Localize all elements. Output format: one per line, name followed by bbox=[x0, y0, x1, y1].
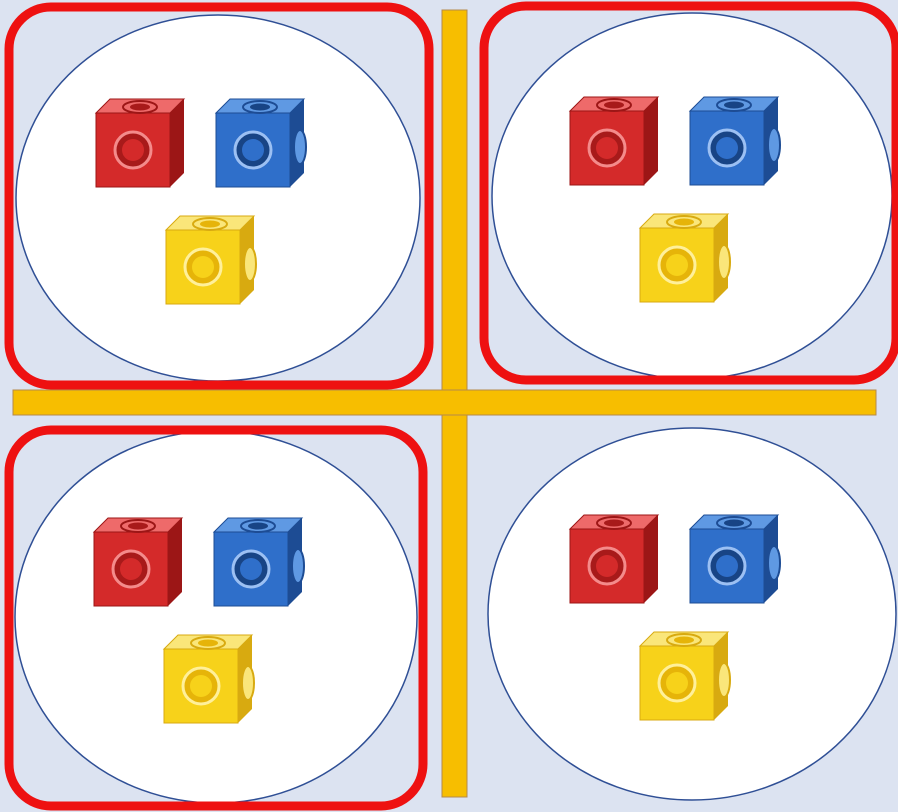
cube-top-hole bbox=[674, 219, 694, 226]
cube-front-hole-inner bbox=[596, 137, 618, 159]
red-cube bbox=[570, 515, 658, 603]
cube-side-stud bbox=[768, 128, 780, 162]
cube-front-hole-inner bbox=[666, 672, 688, 694]
cube-side-face bbox=[644, 97, 658, 185]
cube-front-hole-inner bbox=[716, 555, 738, 577]
cube-side-face bbox=[168, 518, 182, 606]
cube-top-hole bbox=[604, 520, 624, 527]
cube-top-hole bbox=[248, 523, 268, 530]
cube-front-hole-inner bbox=[190, 675, 212, 697]
cube-front-hole-inner bbox=[242, 139, 264, 161]
yellow-cube bbox=[640, 632, 730, 720]
cube-front-hole-inner bbox=[240, 558, 262, 580]
cube-front-hole-inner bbox=[120, 558, 142, 580]
red-cube bbox=[570, 97, 658, 185]
cube-top-hole bbox=[674, 637, 694, 644]
cube-side-face bbox=[644, 515, 658, 603]
cube-top-hole bbox=[130, 104, 150, 111]
cube-top-hole bbox=[604, 102, 624, 109]
cube-top-hole bbox=[200, 221, 220, 228]
group-bottom-right bbox=[488, 428, 896, 800]
cube-top-hole bbox=[724, 102, 744, 109]
cube-side-stud bbox=[718, 663, 730, 697]
group-circle bbox=[16, 15, 420, 381]
yellow-cube bbox=[640, 214, 730, 302]
cube-front-hole-inner bbox=[716, 137, 738, 159]
cube-side-stud bbox=[244, 247, 256, 281]
horizontal-divider bbox=[13, 390, 876, 415]
cube-top-hole bbox=[250, 104, 270, 111]
cube-front-hole-inner bbox=[666, 254, 688, 276]
cube-front-hole-inner bbox=[122, 139, 144, 161]
cube-top-hole bbox=[198, 640, 218, 647]
cube-side-face bbox=[170, 99, 184, 187]
cube-front-hole-inner bbox=[192, 256, 214, 278]
cube-front-hole-inner bbox=[596, 555, 618, 577]
blue-cube bbox=[216, 99, 306, 187]
group-circle bbox=[15, 431, 417, 803]
cube-side-stud bbox=[242, 666, 254, 700]
blue-cube bbox=[690, 515, 780, 603]
cube-top-hole bbox=[128, 523, 148, 530]
yellow-cube bbox=[166, 216, 256, 304]
yellow-cube bbox=[164, 635, 254, 723]
cube-side-stud bbox=[292, 549, 304, 583]
blue-cube bbox=[214, 518, 304, 606]
cube-top-hole bbox=[724, 520, 744, 527]
blue-cube bbox=[690, 97, 780, 185]
group-circle bbox=[492, 13, 892, 379]
red-cube bbox=[96, 99, 184, 187]
cube-side-stud bbox=[294, 130, 306, 164]
cube-side-stud bbox=[768, 546, 780, 580]
cube-side-stud bbox=[718, 245, 730, 279]
red-cube bbox=[94, 518, 182, 606]
group-circle bbox=[488, 428, 896, 800]
